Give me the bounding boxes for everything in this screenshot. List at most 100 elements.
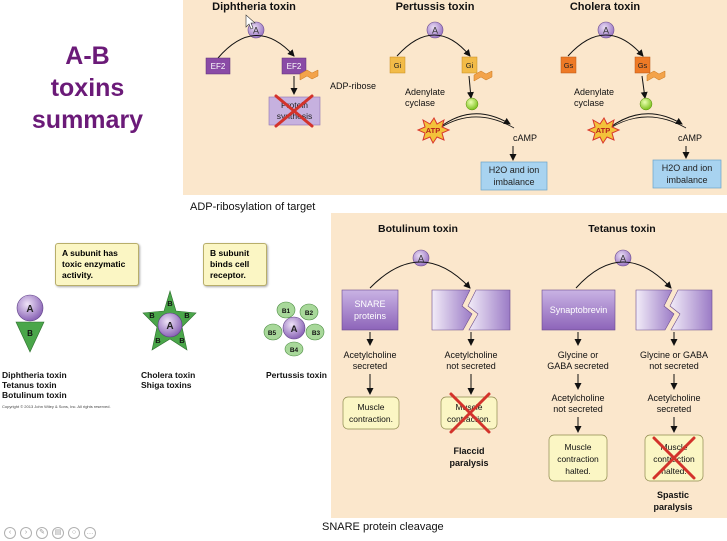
- atp-label: ATP: [596, 126, 610, 135]
- gs-to-cyclase-arrow: [640, 75, 648, 99]
- ach-not-secreted-label: Acetylcholine: [444, 350, 497, 360]
- diphtheria-title: Diphtheria toxin: [212, 1, 296, 13]
- imbalance-label: imbalance: [666, 175, 707, 185]
- muscle-contraction-halted-box: [548, 434, 608, 482]
- muscle-contraction-halted-label: Muscle: [661, 442, 688, 452]
- snare-box: [341, 289, 399, 331]
- pen-tool-button[interactable]: ✎: [36, 527, 48, 539]
- toxin-name: Shiga toxins: [141, 380, 192, 390]
- camp-label: cAMP: [513, 133, 537, 143]
- glycine-gaba-secreted-label: Glycine or: [558, 350, 599, 360]
- blocked-x-icon: [449, 392, 491, 434]
- more-options-button[interactable]: …: [84, 527, 96, 539]
- adenylate-cyclase-label: cyclase: [574, 98, 604, 108]
- b-subunit-label: B: [155, 336, 161, 345]
- note-line: activity.: [62, 270, 94, 280]
- spastic-paralysis-label: paralysis: [653, 502, 692, 512]
- b-subunit-shape: [299, 303, 319, 321]
- atp-burst-icon: [416, 117, 451, 144]
- slide-title: A-B toxins summary: [10, 40, 165, 136]
- snare-label: SNARE: [354, 299, 385, 309]
- tetanus-section: Tetanus toxin A Synaptobrevin Glycine or…: [541, 223, 713, 512]
- ach-not-secreted-label: Acetylcholine: [551, 393, 604, 403]
- ef2-box: [205, 57, 231, 75]
- ach-secreted-label: secreted: [353, 361, 388, 371]
- cholera-section: Cholera toxin A Gs Gs Adenylate cyclase …: [560, 1, 722, 189]
- gs-modified-label: Gs: [638, 61, 648, 70]
- b-subunit-label: B3: [312, 330, 321, 337]
- a-subunit-label: A: [166, 321, 173, 332]
- copyright-text: Copyright © 2013 John Wiley & Sons, Inc.…: [2, 404, 111, 409]
- muscle-contraction-label: Muscle: [358, 402, 385, 412]
- gs-modified-box: [634, 56, 651, 74]
- a-subunit-label: A: [253, 26, 259, 36]
- protein-synthesis-label: synthesis: [277, 111, 312, 121]
- glycine-gaba-not-secreted-label: Glycine or GABA: [640, 350, 708, 360]
- a-subunit-note: A subunit has toxic enzymatic activity.: [55, 243, 139, 286]
- muscle-contraction-box: [342, 396, 400, 430]
- ach-not-secreted-label: not secreted: [446, 361, 496, 371]
- b-subunit-label: B: [27, 329, 33, 338]
- next-slide-button[interactable]: ›: [20, 527, 32, 539]
- snare-label: proteins: [354, 311, 387, 321]
- botulinum-title: Botulinum toxin: [378, 223, 458, 235]
- b-subunit-shape: [276, 301, 296, 319]
- note-line: B subunit: [210, 248, 250, 258]
- ef2-label: EF2: [211, 62, 226, 71]
- tetanus-title: Tetanus toxin: [588, 223, 655, 235]
- cleaved-snare-box: [467, 289, 511, 331]
- slide-title-line: A-B: [65, 42, 110, 70]
- toxin-name: Pertussis toxin: [266, 370, 327, 380]
- prev-slide-button[interactable]: ‹: [4, 527, 16, 539]
- b-subunit-label: B: [167, 299, 173, 308]
- imbalance-label: imbalance: [493, 177, 534, 187]
- gi-modified-label: Gi: [466, 61, 474, 70]
- zoom-button[interactable]: ○: [68, 527, 80, 539]
- b-subunit-label: B: [149, 311, 155, 320]
- imbalance-label: H2O and ion: [662, 163, 713, 173]
- ach-secreted-label: secreted: [657, 404, 692, 414]
- note-line: toxic enzymatic: [62, 259, 126, 269]
- mouse-cursor-icon: [245, 14, 256, 30]
- b-subunit-note: B subunit binds cell receptor.: [203, 243, 267, 286]
- b-subunit-triangle: [15, 321, 45, 353]
- muscle-contraction-halted-label: halted.: [565, 466, 591, 476]
- gi-box: [389, 56, 406, 74]
- transfer-arrow: [575, 261, 672, 289]
- adenylate-cyclase-label: Adenylate: [574, 87, 614, 97]
- b-subunit-label: B2: [305, 310, 314, 317]
- ab5-model-right: A B1 B2 B3 B4 B5 Pertussis toxin: [263, 301, 327, 380]
- b-subunit-label: B: [184, 311, 190, 320]
- muscle-contraction-halted-label: Muscle: [565, 442, 592, 452]
- a-subunit-circle: [282, 316, 306, 340]
- blocked-x-icon: [652, 436, 696, 480]
- adenylate-cyclase-icon: [465, 97, 479, 111]
- b-subunit-label: B: [179, 336, 185, 345]
- cleaved-synaptobrevin-box: [635, 289, 675, 331]
- diphtheria-section: Diphtheria toxin A EF2 EF2 ADP-ribose Pr…: [205, 1, 376, 128]
- glycine-gaba-secreted-label: GABA secreted: [547, 361, 609, 371]
- snare-cleavage-caption: SNARE protein cleavage: [322, 521, 444, 533]
- gi-modified-box: [461, 56, 478, 74]
- imbalance-box: [652, 159, 722, 189]
- adp-ribose-icon: [473, 70, 493, 82]
- imbalance-box: [480, 161, 548, 191]
- a-subunit-label: A: [603, 26, 609, 36]
- muscle-contraction-label: contraction.: [349, 414, 393, 424]
- adenylate-cyclase-icon: [639, 97, 653, 111]
- pertussis-section: Pertussis toxin A Gi Gi Adenylate cyclas…: [389, 1, 548, 191]
- a-subunit-circle: [16, 294, 44, 322]
- muscle-contraction-label: Muscle: [456, 402, 483, 412]
- camp-label: cAMP: [678, 133, 702, 143]
- a-subunit-label: A: [418, 254, 424, 264]
- atp-label: ATP: [426, 126, 440, 135]
- toxin-name: Botulinum toxin: [2, 390, 67, 400]
- note-line: A subunit has: [62, 248, 118, 258]
- muscle-contraction-halted-label: halted.: [661, 466, 687, 476]
- transfer-arrow: [369, 261, 471, 289]
- transfer-arrow: [217, 35, 295, 59]
- slides-overview-button[interactable]: ▤: [52, 527, 64, 539]
- botulinum-section: Botulinum toxin A SNARE proteins Acetylc…: [341, 223, 511, 468]
- adp-ribosylation-caption: ADP-ribosylation of target: [190, 201, 316, 213]
- adenylate-cyclase-label: cyclase: [405, 98, 435, 108]
